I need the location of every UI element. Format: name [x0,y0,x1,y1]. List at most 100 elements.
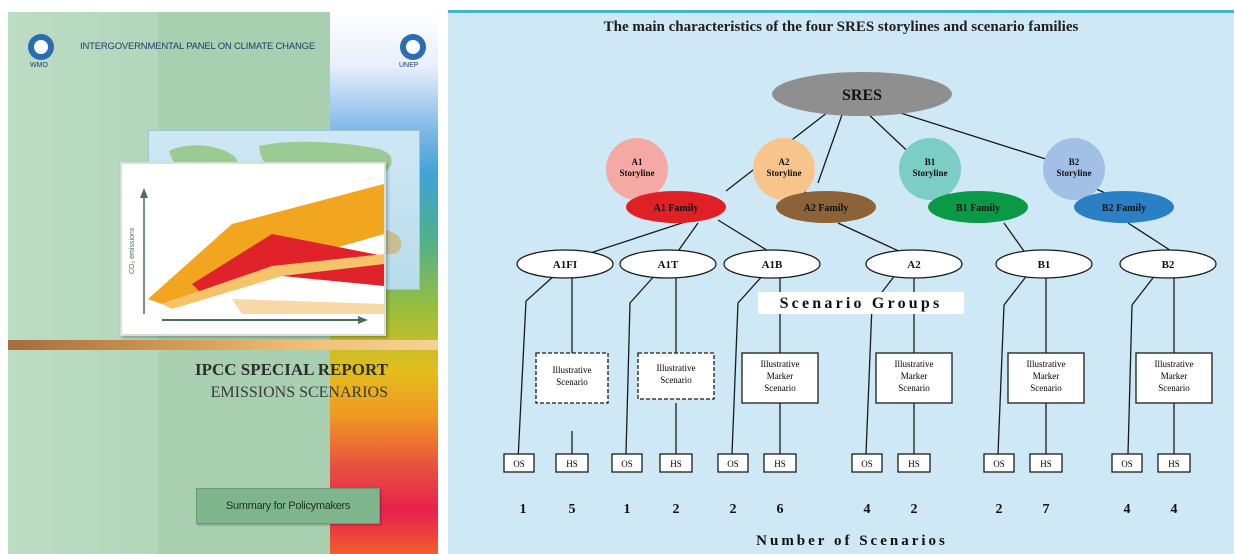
sres-tree: SRES A1 Storyline A2 Storyline B1 Storyl… [503,72,1217,549]
count-a1t-hs: 2 [673,502,680,517]
marker-box-b2 [1135,352,1213,404]
a1t-os-label: OS [621,459,633,469]
count-a2-os: 4 [864,502,871,517]
storyline-b1: B1 Storyline [899,138,961,200]
storyline-b2: B2 Storyline [1043,138,1105,200]
emissions-chart-illustration: CO₂ emissions [120,162,386,336]
storyline-b1-label: Storyline [913,168,948,178]
illustrative-box-a1fi [535,352,609,404]
a1t-os-box: OS [611,453,643,473]
cover-divider-band [8,340,438,350]
illustrative-scenario-a1t: Illustrative Scenario [637,352,715,400]
family-b2: B2 Family [1074,191,1174,223]
storyline-b2-node [1043,138,1105,200]
marker-box-a2 [875,352,953,404]
family-b2-node [1074,191,1174,223]
scenario-groups-banner [758,292,964,314]
a1fi-hs-box: HS [555,453,589,473]
b1-os-box: OS [983,453,1015,473]
storyline-a2-label: Storyline [767,168,802,178]
a2-os-box: OS [851,453,883,473]
marker-a1b-line3: Scenario [764,383,796,393]
cover-header: WMO INTERGOVERNMENTAL PANEL ON CLIMATE C… [28,34,426,74]
summary-for-policymakers-box: Summary for Policymakers [196,488,380,524]
group-a1b-node [723,249,821,279]
marker-box-a1b [741,352,819,404]
group-b2-node [1119,249,1217,279]
a1b-os-label: OS [727,459,739,469]
storyline-a2-node [753,138,815,200]
storyline-b1-code: B1 [925,157,936,167]
marker-scenario-b1: Illustrative Marker Scenario [1007,352,1085,404]
storyline-a2: A2 Storyline [753,138,815,200]
illustrative-a1fi-line2: Scenario [556,377,588,387]
group-a1fi-node [516,249,614,279]
report-subtitle: EMISSIONS SCENARIOS [210,384,388,401]
count-a2-hs: 2 [911,502,918,517]
report-title: IPCC SPECIAL REPORT [194,360,388,379]
illustrative-a1t-line1: Illustrative [657,363,696,373]
storyline-a2-code: A2 [779,157,790,167]
diagram-title: The main characteristics of the four SRE… [603,19,1079,35]
b1-os-label: OS [993,459,1005,469]
number-of-scenarios-label: Number of Scenarios [756,533,948,549]
illustrative-a1t-line2: Scenario [660,375,692,385]
family-b1-node [928,191,1028,223]
storyline-a1-node [606,138,668,200]
count-a1t-os: 1 [624,502,631,517]
organisation-name: INTERGOVERNMENTAL PANEL ON CLIMATE CHANG… [80,41,315,52]
a2-hs-label: HS [908,459,920,469]
illustrative-scenario-a1fi: Illustrative Scenario [535,352,609,404]
count-b1-hs: 7 [1043,502,1050,517]
marker-b2-line2: Marker [1161,371,1188,381]
marker-scenario-a2: Illustrative Marker Scenario [875,352,953,404]
group-a2-label: A2 [907,259,921,271]
family-a2: A2 Family [776,191,876,223]
scenario-counts: 1 5 1 2 2 6 4 2 2 7 4 4 [520,502,1178,517]
group-a1t-node [619,249,717,279]
a1b-hs-box: HS [763,453,797,473]
marker-b2-line1: Illustrative [1155,359,1194,369]
b2-os-label: OS [1121,459,1133,469]
marker-a1b-line1: Illustrative [761,359,800,369]
family-a2-label: A2 Family [804,203,849,214]
illustrative-box-a1t [637,352,715,400]
family-a1: A1 Family [626,191,726,223]
family-b1: B1 Family [928,191,1028,223]
a2-os-label: OS [861,459,873,469]
marker-b2-line3: Scenario [1158,383,1190,393]
wmo-caption: WMO [30,62,48,69]
marker-a2-line3: Scenario [898,383,930,393]
marker-scenario-b2: Illustrative Marker Scenario [1135,352,1213,404]
count-a1fi-hs: 5 [569,502,576,517]
b2-hs-label: HS [1168,459,1180,469]
a1t-hs-box: HS [659,453,693,473]
storyline-b2-label: Storyline [1057,168,1092,178]
scenario-group-nodes [516,249,1217,279]
count-a1b-os: 2 [730,502,737,517]
family-b2-label: B2 Family [1102,203,1146,214]
storyline-b1-node [899,138,961,200]
count-a1b-hs: 6 [777,502,784,517]
group-a1b-label: A1B [762,259,783,271]
storyline-a1-label: Storyline [620,168,655,178]
group-b1-node [995,249,1093,279]
a1t-hs-label: HS [670,459,682,469]
report-cover: WMO INTERGOVERNMENTAL PANEL ON CLIMATE C… [8,12,438,554]
chart-axis-label: CO₂ emissions [129,227,136,274]
b1-hs-box: HS [1029,453,1063,473]
family-a1-label: A1 Family [654,203,699,214]
sres-root-node [772,72,952,116]
sres-diagram: The main characteristics of the four SRE… [448,10,1234,554]
marker-b1-line3: Scenario [1030,383,1062,393]
count-b2-os: 4 [1124,502,1131,517]
illustrative-a1fi-line1: Illustrative [553,365,592,375]
group-b1-label: B1 [1038,259,1051,271]
storyline-a1: A1 Storyline [606,138,668,200]
unep-caption: UNEP [399,62,419,69]
marker-a2-line1: Illustrative [895,359,934,369]
family-a2-node [776,191,876,223]
a1fi-os-label: OS [513,459,525,469]
group-a2-node [865,249,963,279]
a1fi-os-box: OS [503,453,535,473]
